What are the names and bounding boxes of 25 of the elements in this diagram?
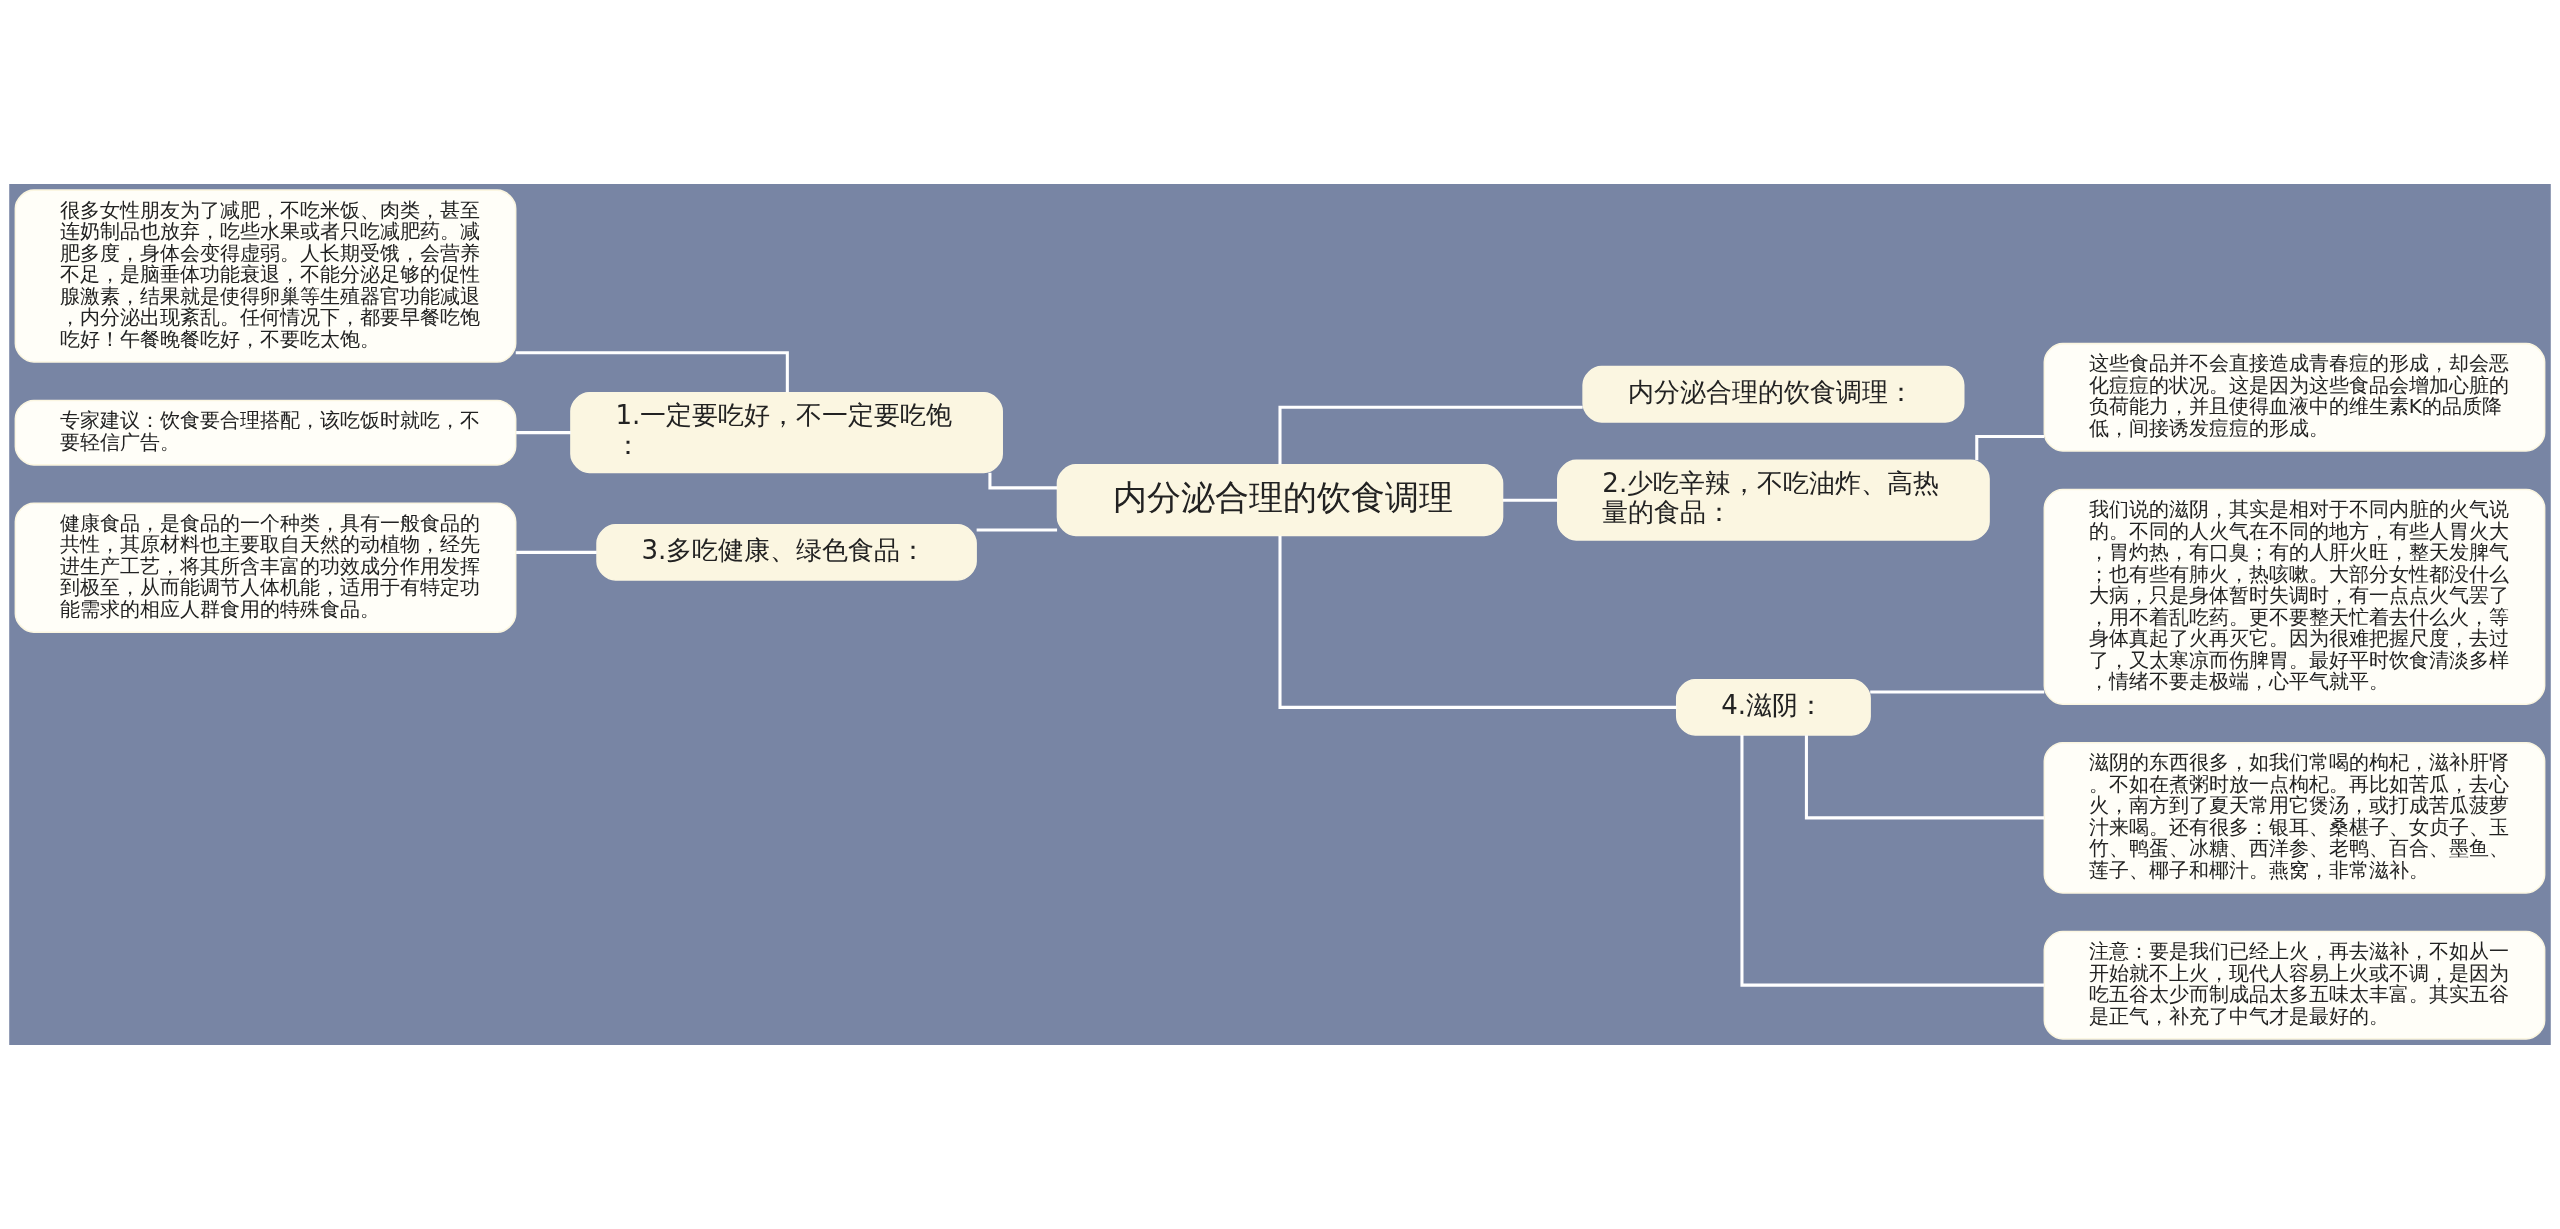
connector — [1502, 498, 1558, 502]
node-box: 很多女性朋友为了减肥，不吃米饭、肉类，甚至连奶制品也放弃，吃些水果或者只吃减肥药。减肥多度，身体会变得虚弱。人长期受饿，会营养不足，是脑垂体功能衰退，不能分泌足够的促性腺激素，结果就是使得卵巢等生殖器官功能减退，内分泌出现紊乱。任何情况下，都要早餐吃饱吃好！午餐晚餐吃好，不要吃太饱。 — [14, 189, 517, 363]
connector — [515, 351, 789, 393]
node-box: 内分泌合理的饮食调理： — [1582, 365, 1965, 423]
connector — [988, 472, 1058, 490]
node-box: 滋阴的东西很多，如我们常喝的枸杞，滋补肝肾。不如在煮粥时放一点枸杞。再比如苦瓜，去心火，南方到了夏天常用它煲汤，或打成苦瓜菠萝汁来喝。还有很多：银耳、桑椹子、女贞子、玉竹、鸭蛋、冰糖、西洋参、老鸭、百合、墨鱼、莲子、椰子和椰汁。燕窝，非常滋补。 — [2043, 741, 2546, 894]
node-box: 4.滋阴： — [1675, 678, 1871, 736]
node-box: 健康食品，是食品的一个种类，具有一般食品的共性，其原材料也主要取自天然的动植物，经先进生产工艺，将其所含丰富的功效成分作用发挥到极至，从而能调节人体机能，适用于有特定功能需求的相应人群食用的特殊食品。 — [14, 502, 517, 633]
connector — [976, 528, 1058, 532]
node-box: 专家建议：饮食要合理搭配，该吃饭时就吃，不要轻信广告。 — [14, 399, 517, 466]
connector — [516, 431, 571, 435]
node-box: 2.少吃辛辣，不吃油炸、高热量的食品： — [1557, 459, 1990, 541]
node-box: 3.多吃健康、绿色食品： — [596, 523, 977, 581]
connector — [1740, 735, 2045, 987]
connector — [516, 550, 597, 554]
node-box: 1.一定要吃好，不一定要吃饱： — [570, 391, 1003, 474]
connector — [1278, 405, 1583, 465]
connector — [1804, 735, 2044, 820]
connector — [1975, 434, 2045, 461]
connector — [1278, 535, 1677, 709]
node-box: 内分泌合理的饮食调理 — [1056, 464, 1504, 537]
node-box: 我们说的滋阴，其实是相对于不同内脏的火气说的。不同的人火气在不同的地方，有些人胃火大，胃灼热，有口臭；有的人肝火旺，整天发脾气；也有些有肺火，热咳嗽。大部分女性都没什么大病，只是身体暂时失调时，有一点点火气罢了，用不着乱吃药。更不要整天忙着去什么火，等身体真起了火再灭它。因为很难把握尺度，去过了，又太寒凉而伤脾胃。最好平时饮食清淡多样，情绪不要走极端，心平气就平。 — [2043, 488, 2546, 706]
node-box: 注意：要是我们已经上火，再去滋补，不如从一开始就不上火，现代人容易上火或不调，是因为吃五谷太少而制成品太多五味太丰富。其实五谷是正气，补充了中气才是最好的。 — [2043, 930, 2546, 1040]
node-box: 这些食品并不会直接造成青春痘的形成，却会恶化痘痘的状况。这是因为这些食品会增加心脏的负荷能力，并且使得血液中的维生素K的品质降低，间接诱发痘痘的形成。 — [2043, 342, 2546, 452]
connector — [1870, 690, 2045, 694]
